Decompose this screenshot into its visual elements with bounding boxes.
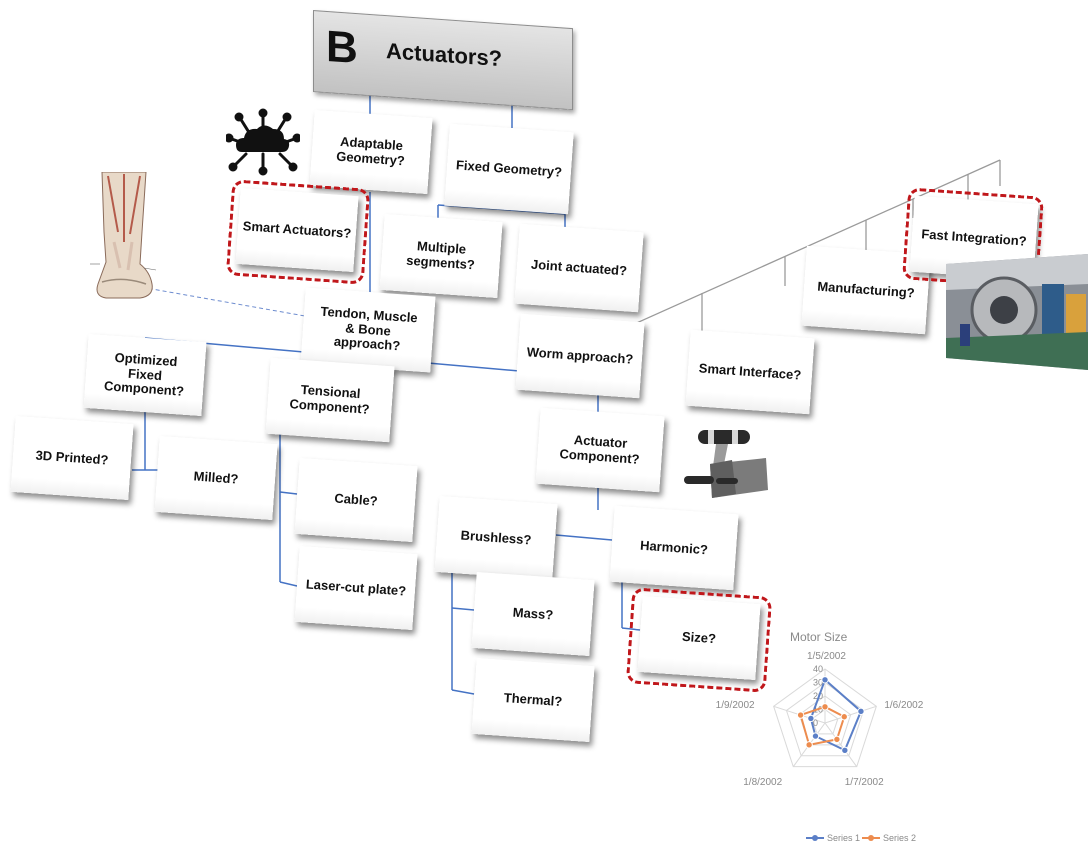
radar-category-label: 1/8/2002 [743,776,783,788]
throttle-lever-icon [684,430,768,498]
leg-anatomy-illustration [90,172,157,299]
node-fixed-geometry[interactable]: Fixed Geometry? [444,123,574,215]
radar-grid-ring [785,681,865,757]
node-label: Worm approach? [526,343,634,367]
node-smart-interface[interactable]: Smart Interface? [685,329,815,415]
radar-tick-label: 0 [813,718,818,728]
series-point [821,676,829,684]
node-label: Thermal? [503,689,563,709]
node-milled[interactable]: Milled? [154,435,278,521]
node-cable[interactable]: Cable? [294,457,418,543]
series-point [857,707,865,716]
node-label: Tendon, Muscle & Bone approach? [320,303,419,354]
node-multiple-segments[interactable]: Multiple segments? [379,213,503,299]
node-label: Milled? [193,467,239,487]
node-actuator-component[interactable]: Actuator Component? [535,407,665,493]
series-point [805,741,813,749]
node-optimized-fixed-component[interactable]: Optimized Fixed Component? [83,333,207,417]
legend-swatch-marker [868,835,874,841]
series-point [841,746,849,755]
radar-grid-ring [773,668,877,768]
node-label: Fixed Geometry? [455,156,563,180]
node-label: Mass? [512,604,554,622]
chart-title: Motor Size [790,630,848,644]
chart-legend: Series 1 Series 2 [806,833,916,843]
node-label: Optimized Fixed Component? [103,349,185,400]
radar-category-label: 1/7/2002 [844,776,884,788]
section-letter: B [326,21,358,74]
series-point [840,713,848,721]
radar-tick-label: 20 [813,691,823,701]
radar-category-label: 1/6/2002 [884,700,924,712]
node-label: Cable? [333,490,379,509]
node-3d-printed[interactable]: 3D Printed? [10,415,134,501]
node-laser-cut-plate[interactable]: Laser-cut plate? [294,545,418,631]
node-label: Smart Interface? [698,359,802,383]
series-point [821,703,829,711]
node-label: Brushless? [460,527,532,547]
radar-category-label: 1/5/2002 [807,651,846,662]
series-point [833,735,841,744]
node-label: Multiple segments? [405,238,476,273]
radar-spoke [824,722,858,767]
series-point [807,714,815,723]
node-label: Tensional Component? [289,382,371,417]
node-adaptable-geometry[interactable]: Adaptable Geometry? [309,109,433,195]
legend-label: Series 1 [827,833,860,843]
cloud-network-icon [226,108,300,176]
node-joint-actuated[interactable]: Joint actuated? [514,223,644,313]
node-tensional-component[interactable]: Tensional Component? [265,357,395,443]
node-label: Actuator Component? [559,432,641,467]
node-label: Adaptable Geometry? [335,133,406,169]
radar-spoke [824,705,877,724]
node-worm-approach[interactable]: Worm approach? [515,313,645,399]
series-line [809,678,863,752]
radar-category-label: 1/9/2002 [715,700,755,712]
node-harmonic[interactable]: Harmonic? [609,505,739,591]
header-title: Actuators? [386,38,503,72]
node-mass[interactable]: Mass? [471,571,595,657]
node-label: Harmonic? [639,537,709,557]
series-point [811,732,820,740]
node-label: Laser-cut plate? [305,576,407,599]
radar-tick-label: 30 [813,678,823,688]
node-label: Manufacturing? [816,278,916,300]
node-label: Joint actuated? [530,256,628,278]
factory-photo [946,254,1088,370]
legend-label: Series 2 [883,833,916,843]
node-tendon-muscle-bone[interactable]: Tendon, Muscle & Bone approach? [300,287,436,373]
node-thermal[interactable]: Thermal? [471,657,595,743]
radar-tick-label: 40 [813,664,823,674]
legend-swatch-marker [812,835,818,841]
highlight-smart-actuators [225,179,371,285]
node-brushless[interactable]: Brushless? [434,495,558,581]
node-label: 3D Printed? [35,447,109,468]
series-point [796,711,805,719]
radar-grid-ring [798,695,852,746]
